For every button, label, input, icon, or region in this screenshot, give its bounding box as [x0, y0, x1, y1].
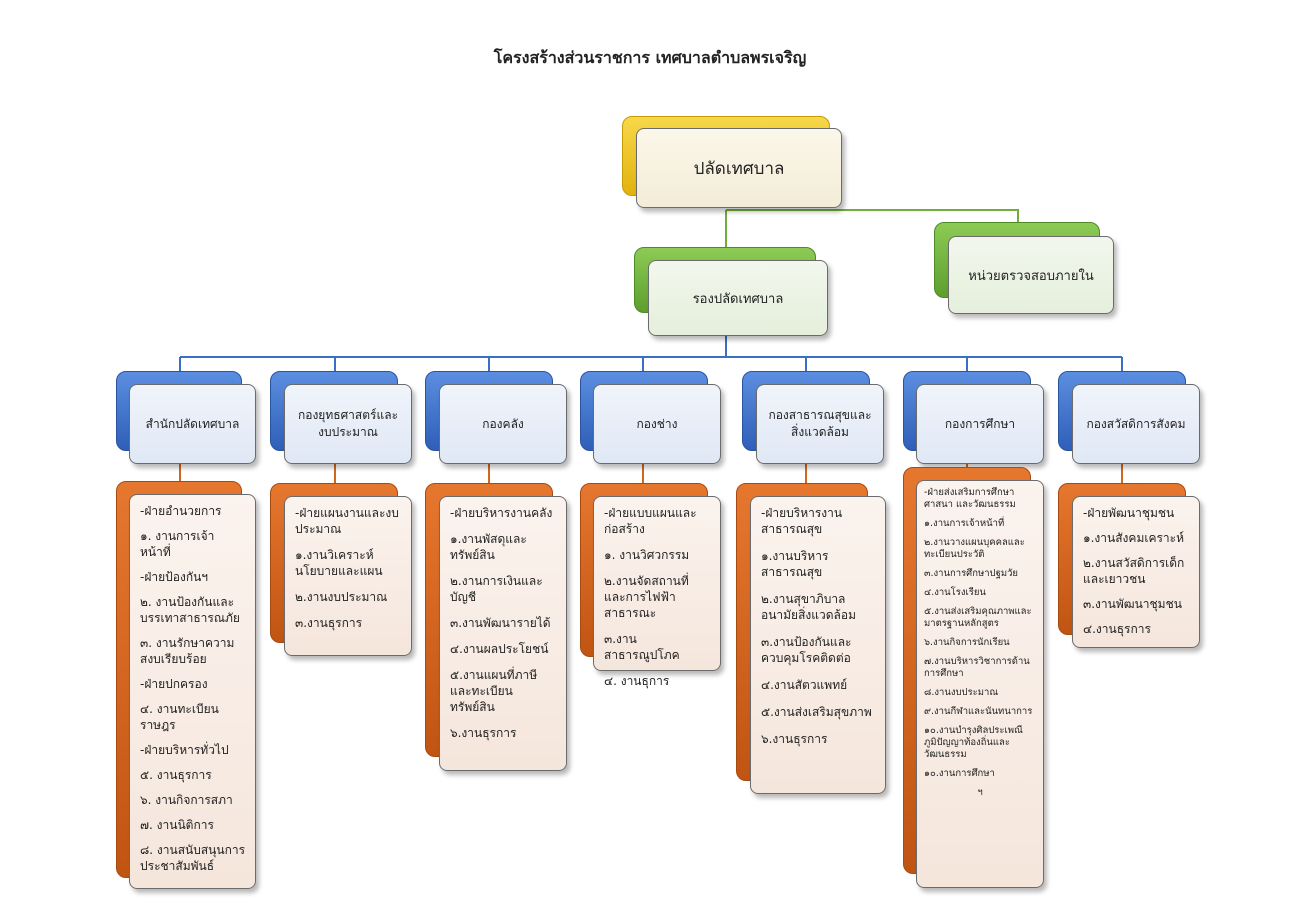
division-label: กองช่าง — [636, 416, 678, 431]
duty-list: -ฝ่ายส่งเสริมการศึกษา ศาสนา และวัฒนธรรม … — [924, 487, 1036, 799]
duty-list: -ฝ่ายบริหารงานคลัง ๑.งานพัสดุและทรัพย์สิ… — [450, 505, 556, 751]
duty-item: ๓.งานธุรการ — [295, 616, 363, 630]
duty-item: ๔.งานธุรการ — [1083, 622, 1151, 636]
duty-item: ๕.งานส่งเสริมคุณภาพและมาตรฐานหลักสูตร — [924, 606, 1032, 629]
duty-item: -ฝ่ายแผนงานและงบประมาณ — [295, 506, 399, 536]
duty-item: ๓. งานรักษาความสงบเรียบร้อย — [140, 636, 235, 666]
duty-item: ๖.งานธุรการ — [761, 732, 828, 746]
duty-list: -ฝ่ายบริหารงานสาธารณสุข ๑.งานบริหารสาธาร… — [761, 505, 875, 758]
division-label: กองสวัสดิการสังคม — [1086, 416, 1186, 431]
duty-list: -ฝ่ายพัฒนาชุมชน ๑.งานสังคมเคราะห์ ๒.งานส… — [1083, 505, 1189, 646]
duty-item: ๒.งานสวัสดิการเด็กและเยาวชน — [1083, 556, 1185, 586]
division-label: กองคลัง — [482, 416, 524, 431]
duty-item: ๑.งานพัสดุและทรัพย์สิน — [450, 532, 527, 562]
duty-item: ๑๐.งานบำรุงศิลประเพณี ภูมิปัญญาท้องถิ่นแ… — [924, 725, 1023, 760]
duty-item: ๔. งานทะเบียนราษฎร — [140, 702, 219, 732]
duty-item: ๗.งานบริหารวิชาการด้านการศึกษา — [924, 656, 1030, 679]
duty-item: ๔. งานธุการ — [604, 674, 670, 688]
duty-item: ๓.งานพัฒนารายได้ — [450, 616, 551, 630]
deputy-clerk-label: รองปลัดเทศบาล — [692, 291, 784, 307]
duty-item: ฯ — [977, 787, 983, 798]
duty-item: ๒. งานป้องกันและบรรเทาสาธารณภัย — [140, 595, 240, 625]
duty-item: ๗. งานนิติการ — [140, 818, 214, 832]
chart-title: โครงสร้างส่วนราชการ เทศบาลตำบลพรเจริญ — [493, 48, 807, 67]
duty-item: ๓.งานสาธารณูปโภค — [604, 632, 680, 662]
duty-item: ๒.งานสุขาภิบาลอนามัยสิ่งแวดล้อม — [761, 592, 857, 622]
duty-item: ๑.งานบริหารสาธารณสุข — [761, 549, 829, 579]
duty-item: ๔.งานผลประโยชน์ — [450, 642, 549, 656]
division-label: สำนักปลัดเทศบาล — [145, 416, 240, 431]
duty-item: ๔.งานโรงเรียน — [924, 587, 986, 598]
duty-item: ๔.งานสัตวแพทย์ — [761, 678, 848, 692]
duty-item: -ฝ่ายแบบแผนและก่อสร้าง — [604, 506, 697, 536]
duty-item: ๑. งานวิศวกรรม — [604, 548, 690, 562]
duty-item: ๒.งานการเงินและบัญชี — [450, 574, 543, 604]
duty-item: -ฝ่ายบริหารงานสาธารณสุข — [761, 506, 843, 536]
duty-item: ๑.งานการเจ้าหน้าที่ — [924, 518, 1005, 529]
duty-item: -ฝ่ายส่งเสริมการศึกษา ศาสนา และวัฒนธรรม — [924, 487, 1016, 510]
duty-item: ๑๐.งานการศึกษา — [924, 768, 995, 779]
duty-item: ๘.งานงบประมาณ — [924, 687, 999, 698]
division-label: กองยุทธศาสตร์และงบประมาณ — [297, 408, 399, 439]
duty-item: -ฝ่ายปกครอง — [140, 677, 208, 691]
duty-item: ๘. งานสนับสนุนการประชาสัมพันธ์ — [140, 843, 246, 873]
connector-detail-drops — [179, 464, 1123, 484]
duty-item: -ฝ่ายอำนวยการ — [140, 504, 222, 518]
duty-list: -ฝ่ายแบบแผนและก่อสร้าง ๑. งานวิศวกรรม ๒.… — [604, 505, 710, 699]
duty-item: ๙.งานกีฬาและนันทนาการ — [924, 706, 1033, 717]
duty-item: -ฝ่ายพัฒนาชุมชน — [1083, 506, 1175, 520]
division-label: กองการศึกษา — [944, 416, 1016, 431]
duty-item: ๑. งานการเจ้าหน้าที่ — [140, 529, 215, 559]
duty-item: ๓.งานการศึกษาปฐมวัย — [924, 568, 1018, 579]
duty-item: ๖.งานกิจการนักเรียน — [924, 637, 1010, 648]
connector-division-drops — [179, 357, 1123, 380]
duty-item: ๒.งานจัดสถานที่และการไฟฟ้าสาธารณะ — [604, 574, 689, 620]
duty-item: ๑.งานสังคมเคราะห์ — [1083, 531, 1185, 545]
duty-item: ๕.งานส่งเสริมสุขภาพ — [761, 705, 872, 719]
duty-item: ๑.งานวิเคราะห์นโยบายและแผน — [295, 548, 383, 578]
duty-list: -ฝ่ายอำนวยการ ๑. งานการเจ้าหน้าที่ -ฝ่าย… — [140, 503, 245, 883]
duty-list: -ฝ่ายแผนงานและงบประมาณ ๑.งานวิเคราะห์นโย… — [295, 505, 401, 641]
duty-item: -ฝ่ายบริหารทั่วไป — [140, 743, 229, 757]
municipal-clerk-label: ปลัดเทศบาล — [693, 158, 785, 179]
duty-item: ๒.งานวางแผนบุคคลและทะเบียนประวัติ — [924, 537, 1025, 560]
duty-item: -ฝ่ายบริหารงานคลัง — [450, 506, 553, 520]
division-label: กองสาธารณสุขและสิ่งแวดล้อม — [768, 408, 872, 439]
internal-audit-label: หน่วยตรวจสอบภายใน — [968, 268, 1094, 284]
duty-item: ๒.งานงบประมาณ — [295, 590, 388, 604]
duty-item: -ฝ่ายป้องกันฯ — [140, 570, 209, 584]
duty-item: ๖. งานกิจการสภา — [140, 793, 233, 807]
duty-item: ๓.งานป้องกันและควบคุมโรคติดต่อ — [761, 635, 852, 665]
duty-item: ๖.งานธุรการ — [450, 726, 517, 740]
duty-item: ๓.งานพัฒนาชุมชน — [1083, 597, 1182, 611]
duty-item: ๕. งานธุรการ — [140, 768, 212, 782]
duty-item: ๕.งานแผนที่ภาษีและทะเบียนทรัพย์สิน — [450, 668, 538, 714]
